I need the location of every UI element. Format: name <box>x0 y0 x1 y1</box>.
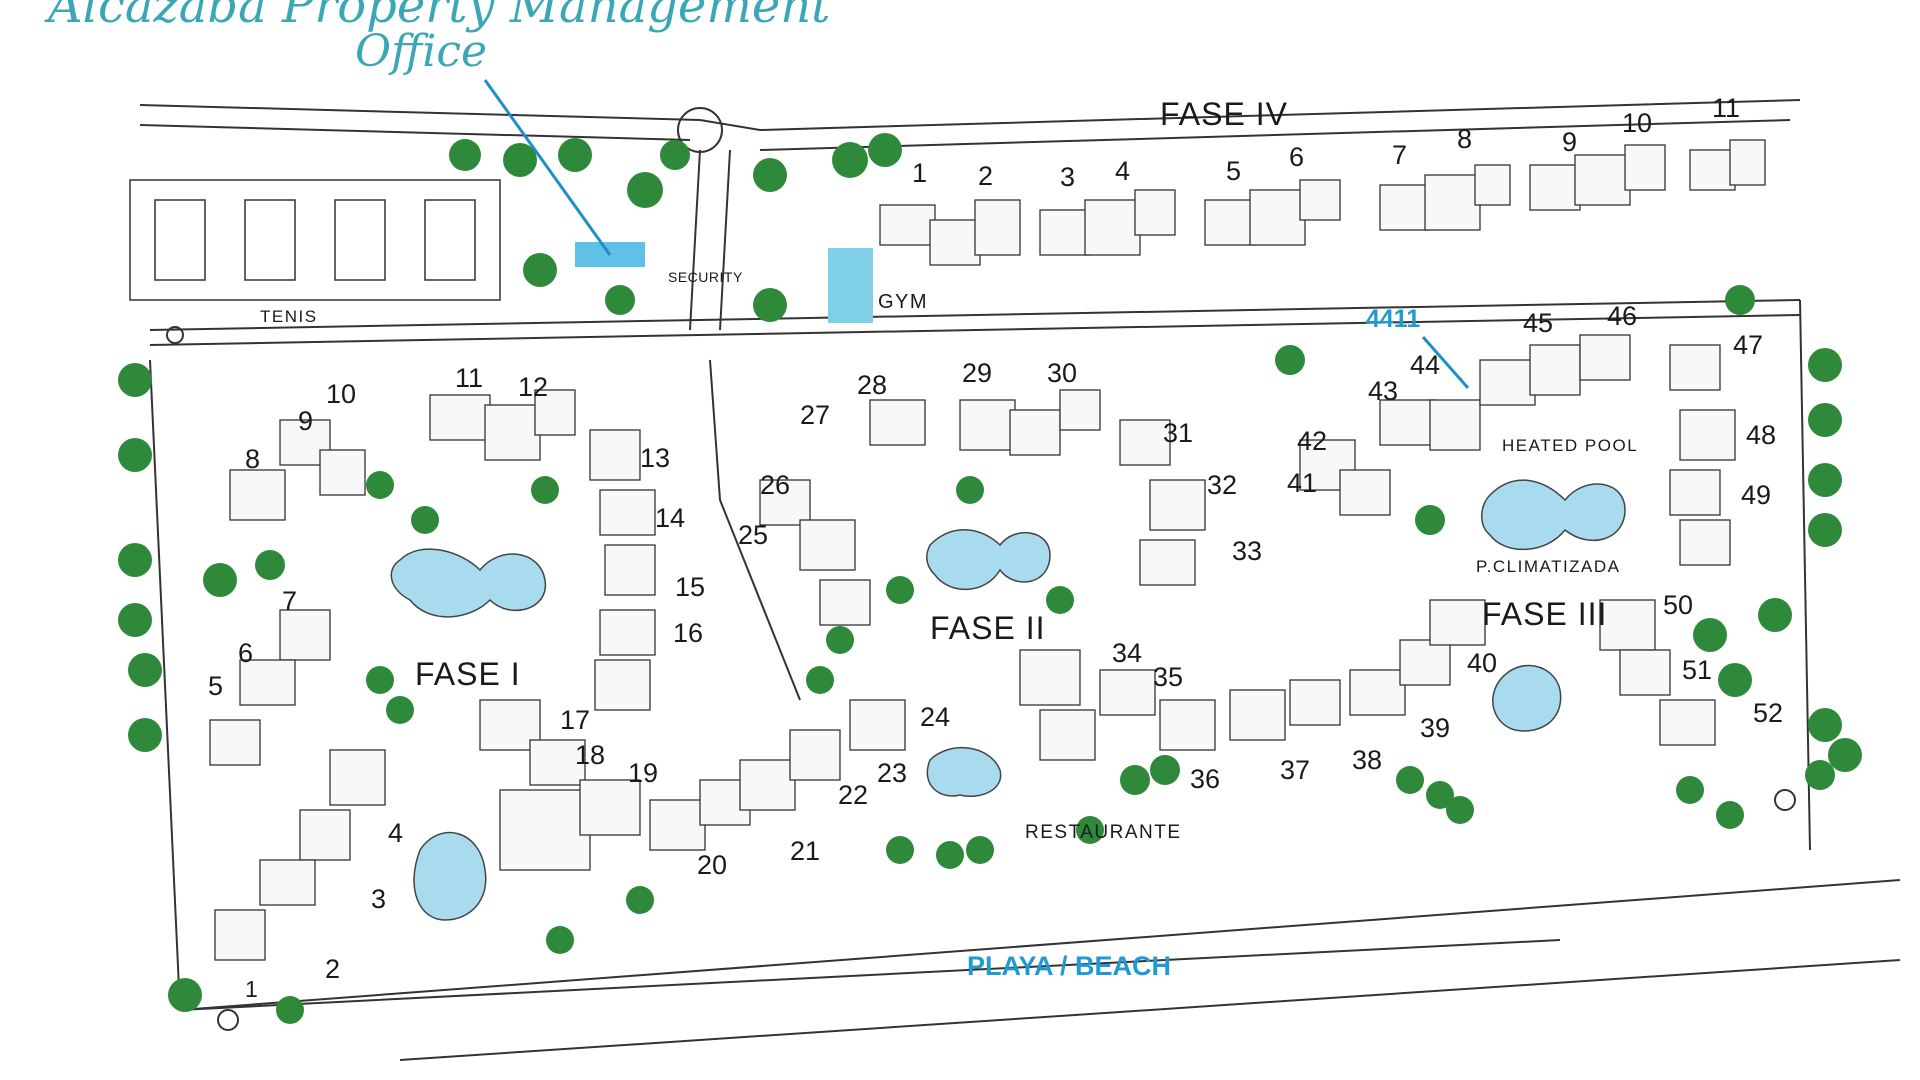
block-40: 40 <box>1467 648 1498 678</box>
block-14: 14 <box>655 503 686 533</box>
block-22: 22 <box>838 780 869 810</box>
block-36: 36 <box>1190 764 1221 794</box>
fase4-building-2: 2 <box>978 161 994 191</box>
block-52: 52 <box>1753 698 1784 728</box>
phase-label-fase-iv: FASE IV <box>1160 96 1288 132</box>
block-37: 37 <box>1280 755 1311 785</box>
fase4-building-10: 10 <box>1622 108 1653 138</box>
block-30: 30 <box>1047 358 1078 388</box>
phase-label-fase-iii: FASE III <box>1482 596 1608 632</box>
block-31: 31 <box>1163 418 1194 448</box>
block-17: 17 <box>560 705 591 735</box>
block-47: 47 <box>1733 330 1764 360</box>
block-42: 42 <box>1297 426 1328 456</box>
block-3: 3 <box>371 884 387 914</box>
block-46: 46 <box>1607 301 1638 331</box>
block-48: 48 <box>1746 420 1777 450</box>
block-16: 16 <box>673 618 704 648</box>
block-6: 6 <box>238 638 254 668</box>
heated-pool-label: HEATED POOL <box>1502 436 1639 455</box>
block-49: 49 <box>1741 480 1772 510</box>
block-13: 13 <box>640 443 671 473</box>
block-12: 12 <box>518 372 549 402</box>
block-34: 34 <box>1112 638 1143 668</box>
block-33: 33 <box>1232 536 1263 566</box>
office-title-line1: Alcazaba Property Management <box>48 0 831 34</box>
block-27: 27 <box>800 400 831 430</box>
pools <box>390 479 1626 921</box>
fase4-building-5: 5 <box>1226 156 1242 186</box>
fase4-building-11: 11 <box>1712 93 1741 123</box>
phase-label-fase-i: FASE I <box>415 656 521 692</box>
fase4-building-4: 4 <box>1115 156 1131 186</box>
block-9: 9 <box>298 406 314 436</box>
block-44: 44 <box>1410 350 1441 380</box>
beach-label: PLAYA / BEACH <box>967 951 1172 981</box>
fase4-building-9: 9 <box>1562 127 1578 157</box>
block-41: 41 <box>1287 468 1318 498</box>
block-10: 10 <box>326 379 357 409</box>
block-43: 43 <box>1368 376 1399 406</box>
block-20: 20 <box>697 850 728 880</box>
phase-label-fase-ii: FASE II <box>930 610 1046 646</box>
block-19: 19 <box>628 758 659 788</box>
block-2: 2 <box>325 954 341 984</box>
gym-label: GYM <box>878 291 929 313</box>
block-15: 15 <box>675 572 706 602</box>
block-23: 23 <box>877 758 908 788</box>
tennis-label: TENIS <box>260 307 318 326</box>
block-21: 21 <box>790 836 821 866</box>
block-24: 24 <box>920 702 951 732</box>
block-26: 26 <box>760 470 791 500</box>
block-5: 5 <box>208 671 224 701</box>
security-label: SECURITY <box>668 269 743 285</box>
fase4-building-1: 1 <box>912 158 928 188</box>
gym-pool <box>828 248 873 323</box>
fase4-building-3: 3 <box>1060 162 1076 192</box>
block-51: 51 <box>1682 655 1713 685</box>
office-title-line2: Office <box>355 26 487 77</box>
block-50: 50 <box>1663 590 1694 620</box>
block-29: 29 <box>962 358 993 388</box>
tennis-courts <box>129 179 501 301</box>
block-39: 39 <box>1420 713 1451 743</box>
fase4-building-8: 8 <box>1457 124 1473 154</box>
climatizada-label: P.CLIMATIZADA <box>1476 557 1621 576</box>
block-7: 7 <box>282 586 298 616</box>
fase4-building-6: 6 <box>1289 142 1305 172</box>
block-35: 35 <box>1153 662 1184 692</box>
trees <box>118 133 1862 1024</box>
block-38: 38 <box>1352 745 1383 775</box>
block-18: 18 <box>575 740 606 770</box>
block-28: 28 <box>857 370 888 400</box>
unit-pointer-line <box>1421 336 1470 389</box>
block-1: 1 <box>245 976 258 1002</box>
block-11: 11 <box>455 363 484 393</box>
unit-4411-label: 4411 <box>1366 305 1421 333</box>
block-25: 25 <box>738 520 769 550</box>
building-blocks <box>209 139 1766 961</box>
restaurante-label: RESTAURANTE <box>1025 822 1182 843</box>
block-32: 32 <box>1207 470 1238 500</box>
block-8: 8 <box>245 444 261 474</box>
block-45: 45 <box>1523 308 1554 338</box>
fase4-building-7: 7 <box>1392 140 1408 170</box>
office-pointer-line <box>483 79 612 256</box>
block-4: 4 <box>388 818 404 848</box>
